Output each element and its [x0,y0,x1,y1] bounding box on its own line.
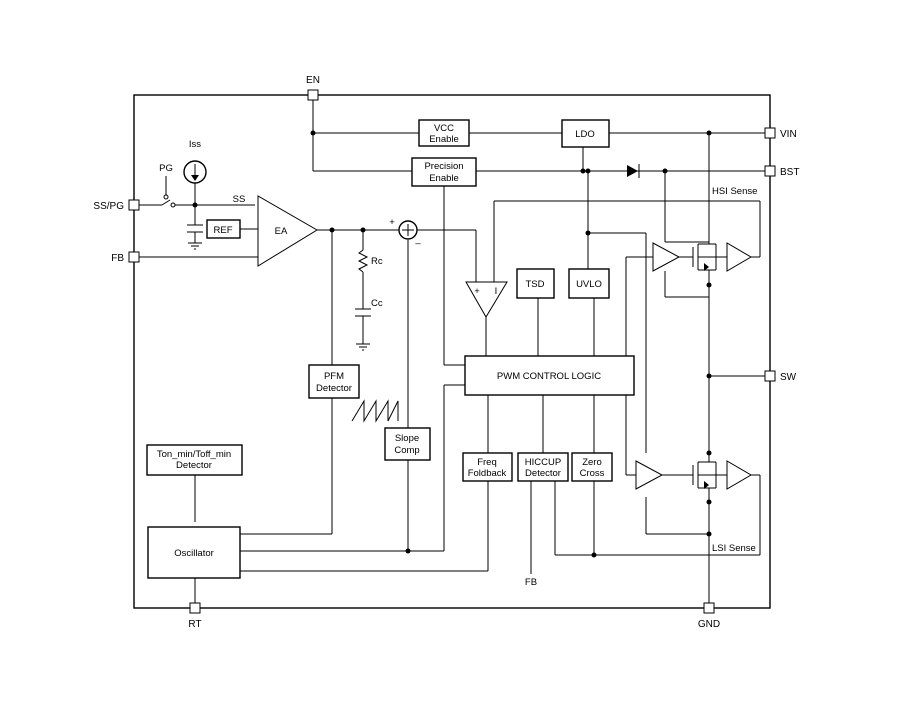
vcc-enable-block [418,119,470,147]
ref-label: REF [214,225,233,236]
freq-foldback-label-2: Foldback [468,468,507,479]
precision-enable-label-2: Enable [429,173,459,184]
pin-label-rt: RT [188,619,201,630]
summing-junction [398,220,418,240]
summer-plus-label: + [389,217,395,228]
slope-comp-label-2: Comp [394,445,419,456]
hsi-sense-label: HSI Sense [712,186,757,197]
pg-switch-terminal [163,194,169,200]
pin-en [307,89,319,101]
ref-block [206,219,241,239]
slope-comp-block [384,427,431,461]
cc-label: Cc [371,298,383,309]
pin-label-bst: BST [780,167,799,178]
tsd-block [516,268,555,299]
pg-switch-terminal [170,202,176,208]
pg-label: PG [159,163,173,174]
pfm-detector-block [308,364,360,399]
ton-toff-detector-label-2: Detector [176,460,212,471]
pin-label-ss-pg: SS/PG [93,201,124,212]
slope-comp-label-1: Slope [395,433,419,444]
zero-cross-label-2: Cross [580,468,605,479]
sawtooth-icon [351,399,399,423]
pin-label-gnd: GND [698,619,720,630]
hs-fet-arrow-icon [704,263,709,271]
ton-toff-detector-block [146,444,243,476]
pin-fb [128,251,140,263]
ldo-label: LDO [575,129,595,140]
current-source-iss [183,160,207,184]
oscillator-label: Oscillator [174,548,214,559]
error-amplifier [257,195,318,267]
wires [138,99,765,604]
precision-enable-block [411,157,477,187]
oscillator-block [147,526,241,579]
chip-border [133,94,771,609]
pin-sw [764,370,776,382]
pfm-detector-label-2: Detector [316,383,352,394]
pin-gnd [703,602,715,614]
zero-cross-block [571,452,613,482]
pwm-control-logic-block [464,355,635,396]
tsd-label: TSD [526,279,545,290]
vcc-enable-label-2: Enable [429,134,459,145]
pin-label-sw: SW [780,372,797,383]
pin-label-fb: FB [111,253,124,264]
hiccup-detector-block [517,452,569,482]
lsi-sense-amp [726,460,752,490]
junction-dots [192,130,712,558]
ss-label: SS [233,194,246,205]
high-side-driver [652,242,681,272]
ls-fet-arrow-icon [704,481,709,489]
iss-label: Iss [189,139,201,150]
uvlo-label: UVLO [576,279,602,290]
pin-ss-pg [128,199,140,211]
hiccup-detector-label-1: HICCUP [525,457,561,468]
lsi-sense-label: LSI Sense [712,543,756,554]
precision-enable-label-1: Precision [424,161,463,172]
bootstrap-diode [627,164,640,178]
fb-bottom-label: FB [525,577,537,588]
uvlo-block [568,268,610,299]
ldo-block [561,119,610,148]
zero-cross-label-1: Zero [582,457,602,468]
low-side-driver [635,460,664,490]
rc-label: Rc [371,256,383,267]
pwm-control-logic-label: PWM CONTROL LOGIC [497,371,601,382]
ton-toff-detector-label-1: Ton_min/Toff_min [157,449,231,460]
freq-foldback-block [462,452,513,482]
ea-label: EA [275,226,288,237]
pfm-detector-label-1: PFM [324,371,344,382]
pin-label-vin: VIN [780,129,797,140]
pin-label-en: EN [306,75,320,86]
pin-vin [764,127,776,139]
freq-foldback-label-1: Freq [477,457,497,468]
summer-minus-label: – [415,238,421,249]
comparator-plus-label: + [474,286,480,297]
hsi-sense-amp [726,242,752,272]
pin-bst [764,165,776,177]
pin-rt [189,602,201,614]
comparator-minus-label: I [495,286,498,297]
pwm-comparator [465,281,508,318]
vcc-enable-label-1: VCC [434,123,454,134]
hiccup-detector-label-2: Detector [525,468,561,479]
